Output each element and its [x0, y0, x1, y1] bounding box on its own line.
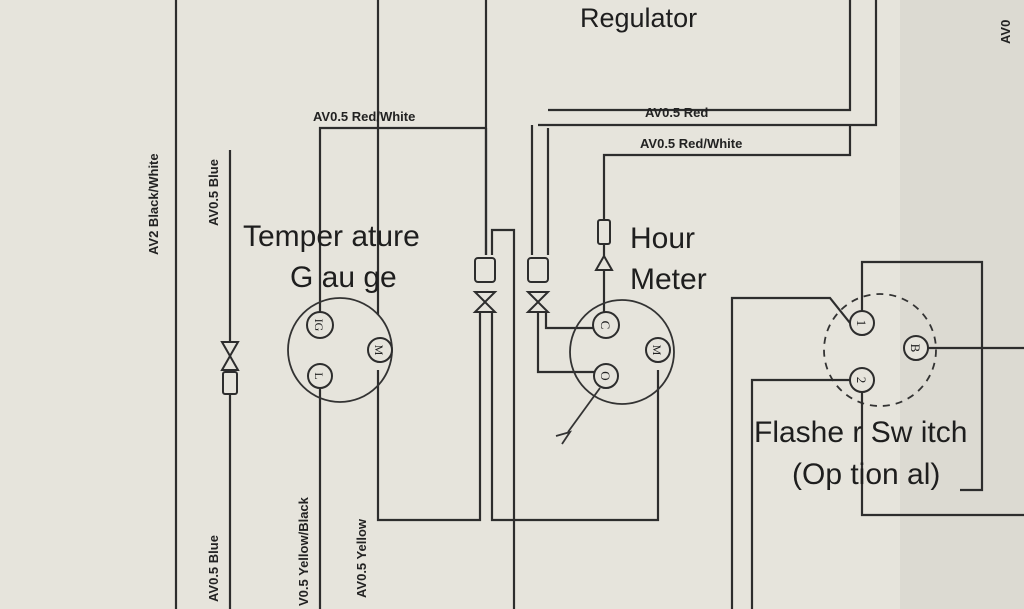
hour-meter-pin-o: O — [598, 371, 613, 380]
hour-meter-feed-connector — [594, 219, 614, 318]
temperature-gauge-title-line2: G au ge — [290, 261, 397, 294]
label-blue-bottom: AV0.5 Blue — [206, 535, 221, 602]
flasher-pin-1: 1 — [854, 320, 869, 327]
temperature-gauge-title-line1: Temper ature — [243, 220, 420, 253]
label-yellow: AV0.5 Yellow — [354, 518, 369, 598]
hour-meter-title-line2: Meter — [630, 263, 707, 296]
temp-gauge-pin-m: M — [372, 345, 386, 356]
hour-meter: C M O — [569, 299, 675, 405]
lower-wires — [318, 312, 660, 609]
regulator-wires — [538, 0, 878, 127]
wire-red-white-2 — [602, 125, 852, 225]
flasher-switch: 1 B 2 — [823, 293, 937, 407]
temperature-gauge: IG M L — [287, 297, 393, 403]
flasher-wires — [730, 260, 1024, 609]
blue-wire-connector — [220, 341, 240, 395]
hour-meter-pin-m: M — [650, 345, 664, 356]
label-blue-top: AV0.5 Blue — [206, 159, 221, 226]
label-red: AV0.5 Red — [645, 105, 708, 120]
hour-meter-title-line1: Hour — [630, 222, 695, 255]
label-yellow-black: V0.5 Yellow/Black — [296, 496, 311, 606]
temp-gauge-pin-l: L — [312, 372, 326, 379]
label-top-right-partial: AV0 — [998, 20, 1013, 44]
label-black-white: AV2 Black/White — [146, 153, 161, 255]
flasher-switch-title-line2: (Op tion al) — [792, 458, 940, 491]
regulator-title: Regulator — [580, 3, 697, 33]
flasher-pin-2: 2 — [854, 377, 869, 384]
connector-right-middle — [525, 257, 551, 313]
middle-connector-wires — [484, 125, 550, 520]
paper-shadow-right — [900, 0, 1024, 609]
temp-gauge-pin-ig: IG — [312, 319, 326, 332]
connector-left-middle — [472, 257, 498, 313]
label-red-white-2: AV0.5 Red/White — [640, 136, 742, 151]
flasher-pin-b: B — [908, 344, 923, 353]
hour-meter-pin-c: C — [598, 321, 613, 330]
flasher-switch-title-line1: Flashe r Sw itch — [754, 416, 967, 449]
wire-red-white-top — [318, 126, 486, 315]
label-red-white-top: AV0.5 Red/White — [313, 109, 415, 124]
